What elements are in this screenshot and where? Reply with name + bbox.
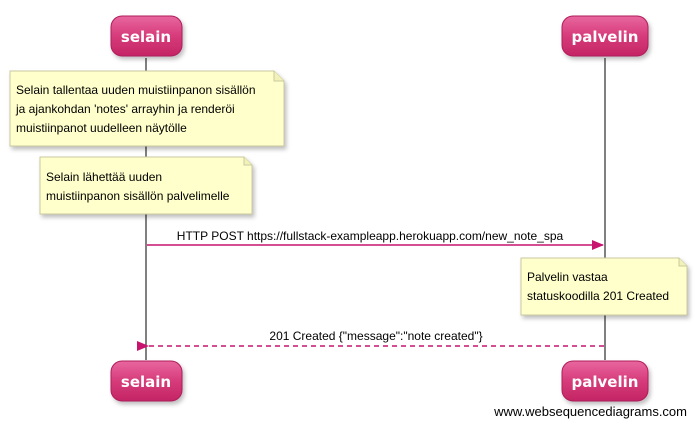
message-request-label: HTTP POST https://fullstack-exampleapp.h… (177, 229, 564, 243)
actor-palvelin-bottom-label: palvelin (572, 373, 639, 391)
message-response-label: 201 Created {"message":"note created"} (269, 329, 482, 343)
note-local-save (9, 70, 285, 147)
note-local-save-line-3: muistiinpanot uudelleen näytölle (16, 121, 187, 135)
actor-palvelin-bottom (561, 360, 649, 402)
actor-palvelin-top-label: palvelin (572, 28, 639, 46)
note-server-response-line-2: statuskoodilla 201 Created (527, 289, 669, 303)
note-server-response (520, 257, 688, 316)
actor-selain-top-label: selain (121, 28, 171, 46)
watermark-link[interactable]: www.websequencediagrams.com (493, 404, 687, 419)
note-send-to-server-line-2: muistiinpanon sisällön palvelimelle (46, 189, 230, 203)
note-server-response-line-1: Palvelin vastaa (527, 270, 608, 284)
note-send-to-server-line-1: Selain lähettää uuden (46, 170, 162, 184)
actor-selain-top (110, 15, 183, 57)
note-local-save-line-1: Selain tallentaa uuden muistiinpanon sis… (16, 83, 256, 97)
actor-selain-bottom (110, 360, 183, 402)
note-local-save-line-2: ja ajankohdan 'notes' arrayhin ja render… (15, 102, 235, 116)
actor-palvelin-top (561, 15, 649, 57)
note-send-to-server (39, 156, 253, 215)
actor-selain-bottom-label: selain (121, 373, 171, 391)
